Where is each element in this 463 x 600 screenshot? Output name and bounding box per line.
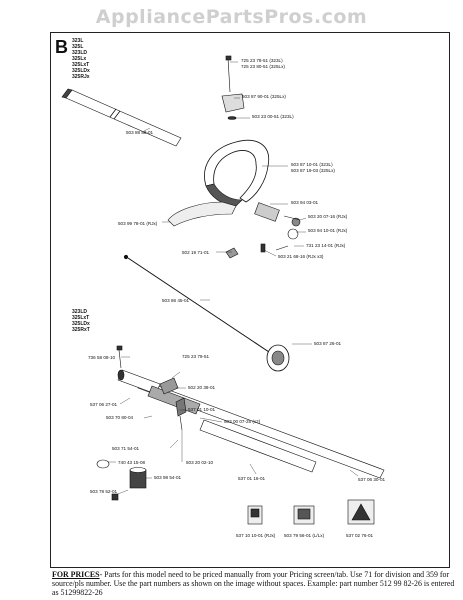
part-number: 502 20 38-01 bbox=[188, 385, 216, 390]
pricing-note-body: - Parts for this model need to be priced… bbox=[52, 570, 455, 597]
part-number: 537 01 16-01 bbox=[238, 476, 266, 481]
part-number: 503 98 54-01 bbox=[154, 475, 182, 480]
model-label: 323L bbox=[72, 38, 84, 44]
shaft-tube-upper bbox=[65, 89, 182, 147]
model-label: 325LDx bbox=[72, 68, 90, 74]
site-watermark: AppliancePartsPros.com bbox=[95, 6, 368, 28]
part-number: 731 23 14-01 (RJx) bbox=[306, 243, 346, 248]
pricing-note: FOR PRICES- Parts for this model need to… bbox=[52, 570, 457, 597]
part-number: 503 79 56-01 (L/Lx) bbox=[284, 533, 325, 538]
part-number: 725 23 79-51 bbox=[182, 354, 210, 359]
drive-shaft bbox=[127, 257, 273, 355]
part-number: 537 06 27-01 bbox=[90, 402, 118, 407]
part-number: 503 88 88-01 bbox=[126, 130, 154, 135]
nut bbox=[291, 217, 301, 227]
part-number: 503 00 07-25 (x2) bbox=[224, 419, 261, 424]
part-number: 537 10 10-01 (RJx) bbox=[236, 533, 276, 538]
model-list-top: 323L 325L 323LD 325Lx 325LxT 325LDx 325R… bbox=[72, 38, 90, 80]
part-number: 503 87 19-03 (325Lx) bbox=[291, 168, 335, 173]
model-label: 325L bbox=[72, 44, 84, 50]
part-number: 503 99 78-01 (RJx) bbox=[118, 221, 158, 226]
cap bbox=[96, 459, 110, 469]
bracket bbox=[175, 397, 187, 417]
part-number: 725 23 78-51 (323L) bbox=[241, 58, 283, 63]
model-label: 325LxT bbox=[72, 315, 90, 321]
part-number: 537 06 30-01 bbox=[358, 477, 386, 482]
loop-handle bbox=[204, 140, 270, 203]
model-label: 325RxT bbox=[72, 327, 90, 333]
model-label: 323LD bbox=[72, 50, 88, 56]
bolt bbox=[227, 57, 231, 93]
part-number: 503 71 54-01 bbox=[112, 446, 140, 451]
part-number: 503 20 07-16 (RJx) bbox=[308, 214, 348, 219]
model-label: 325Lx bbox=[72, 56, 87, 62]
part-number: 503 87 10-01 (323L) bbox=[291, 162, 333, 167]
part-number: 503 87 90-01 (325Lx) bbox=[242, 94, 286, 99]
part-number: 503 87 26-01 bbox=[314, 341, 342, 346]
part-number: 503 21 68-16 (RJx x3) bbox=[278, 254, 324, 259]
part-number: 736 58 08-10 bbox=[88, 355, 116, 360]
model-label: 323LD bbox=[72, 309, 88, 315]
part-number: 503 78 52-01 bbox=[90, 489, 118, 494]
part-number: 740 43 15-08 bbox=[118, 460, 146, 465]
handle-clamp bbox=[221, 93, 245, 113]
part-number: 503 94 03-01 bbox=[291, 200, 319, 205]
clamp-block bbox=[254, 202, 280, 222]
part-number: 537 02 76-01 bbox=[346, 533, 374, 538]
handle-bar bbox=[167, 201, 237, 227]
part-number: 503 70 80-04 bbox=[106, 415, 134, 420]
model-label: 325RJx bbox=[72, 74, 90, 80]
pricing-note-heading: FOR PRICES bbox=[52, 570, 100, 579]
diagram-frame bbox=[50, 32, 450, 568]
part-number: 725 23 80-51 (325Lx) bbox=[241, 64, 285, 69]
part-number: 503 23 00-51 (323L) bbox=[252, 114, 294, 119]
part-number: 503 86 45-01 bbox=[162, 298, 190, 303]
part-number: 503 94 10-01 (RJx) bbox=[308, 228, 348, 233]
model-label: 325LxT bbox=[72, 62, 90, 68]
part-number: 537 01 10-01 bbox=[188, 407, 216, 412]
part-number: 502 19 71-01 bbox=[182, 250, 210, 255]
model-list-mid: 323LD 325LxT 325LDx 325RxT bbox=[72, 309, 90, 333]
model-label: 325LDx bbox=[72, 321, 90, 327]
section-letter: B bbox=[55, 37, 68, 57]
part-number: 503 20 02-10 bbox=[186, 460, 214, 465]
knob bbox=[287, 228, 299, 240]
